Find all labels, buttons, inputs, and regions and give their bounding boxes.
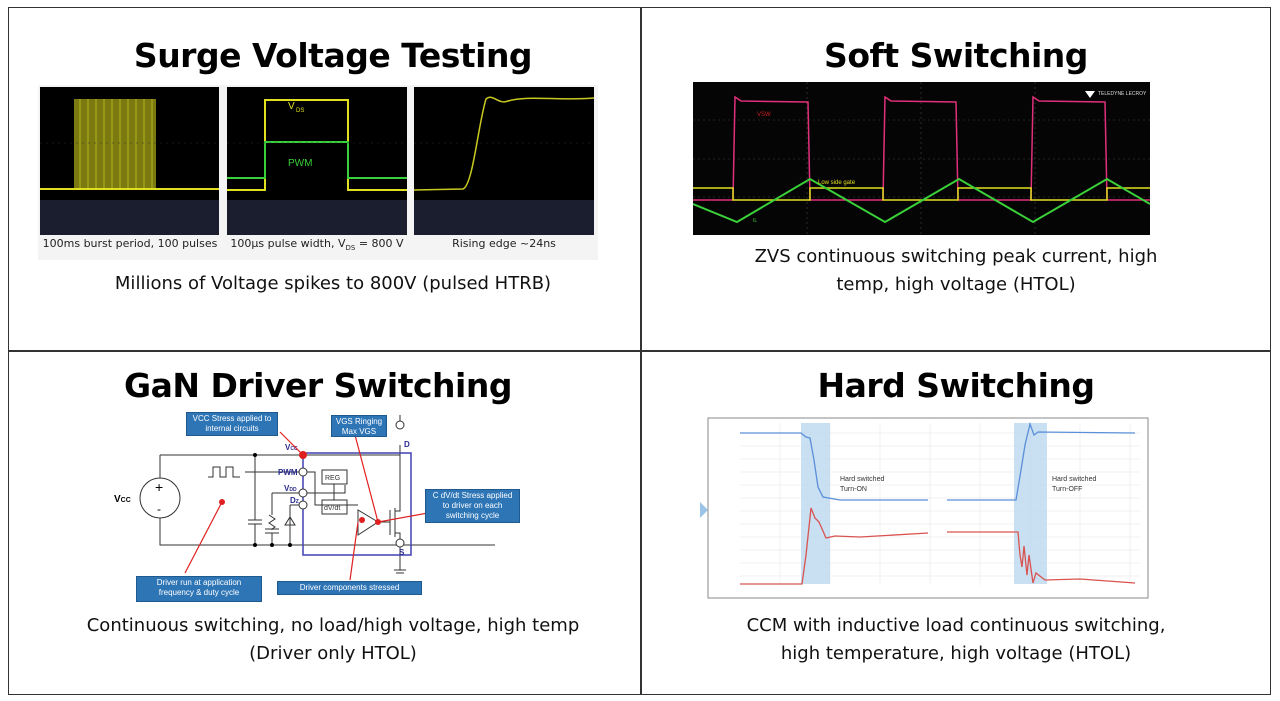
scope-caption-3: Rising edge ~24ns — [452, 237, 556, 250]
svg-text:VDD: VDD — [284, 484, 297, 493]
gate-label: Low side gate — [818, 180, 856, 186]
svg-text:VCC: VCC — [285, 443, 298, 452]
hard-description: CCM with inductive load continuous switc… — [746, 615, 1166, 664]
soft-title: Soft Switching — [824, 36, 1088, 75]
svg-text:-: - — [157, 502, 161, 516]
svg-text:DZ: DZ — [290, 496, 299, 505]
driver-description: Continuous switching, no load/high volta… — [86, 615, 580, 664]
voltage-trace-2 — [947, 421, 1136, 501]
svg-text:+: + — [155, 479, 163, 495]
voltage-trace-1 — [740, 432, 928, 501]
soft-scope-image: VSW Low side gate IL TELEDYNE LECROY — [693, 82, 1150, 235]
driver-title: GaN Driver Switching — [124, 366, 512, 405]
callout-cdvdt-stress: C dV/dt Stress applied to driver on each… — [425, 489, 520, 523]
current-trace-1 — [740, 507, 929, 585]
svg-text:PWM: PWM — [278, 468, 298, 477]
teledyne-logo: TELEDYNE LECROY — [1085, 91, 1147, 98]
surge-scope-images: V DS PWM — [38, 85, 598, 260]
driver-circuit-diagram: + - VCC PWM VCC VDD DZ REG dV/dt D S — [114, 415, 501, 581]
scope-3 — [413, 87, 595, 235]
horizontal-divider — [8, 350, 1271, 352]
vsw-label: VSW — [757, 112, 771, 118]
current-trace-2 — [947, 531, 1136, 584]
pwm-label: PWM — [288, 158, 312, 169]
callout-vgs-ringing: VGS Ringing Max VGS — [331, 415, 387, 437]
callout-driver-components: Driver components stressed — [277, 581, 422, 595]
turn-off-highlight — [1014, 423, 1047, 584]
callout-application-frequency: Driver run at application frequency & du… — [136, 576, 262, 602]
scope-caption-2: 100µs pulse width, VDS = 800 V — [230, 237, 404, 253]
svg-text:DS: DS — [296, 108, 304, 114]
svg-text:TELEDYNE LECROY: TELEDYNE LECROY — [1098, 91, 1147, 97]
scope-2: V DS PWM — [227, 87, 407, 235]
scope-caption-1: 100ms burst period, 100 pulses — [42, 237, 218, 250]
callout-vcc-stress: VCC Stress applied to internal circuits — [186, 412, 278, 436]
scope-1 — [40, 87, 219, 235]
svg-text:D: D — [404, 440, 410, 449]
svg-text:S: S — [399, 548, 405, 557]
surge-title: Surge Voltage Testing — [133, 36, 533, 75]
vds-label: V — [288, 101, 295, 112]
hard-title: Hard Switching — [817, 366, 1095, 405]
svg-text:REG: REG — [325, 475, 340, 482]
il-label: IL — [753, 218, 757, 224]
vcc-label: VCC — [114, 494, 131, 505]
soft-description: ZVS continuous switching peak current, h… — [754, 246, 1158, 295]
svg-text:dV/dt: dV/dt — [324, 505, 340, 512]
surge-description: Millions of Voltage spikes to 800V (puls… — [114, 273, 552, 294]
